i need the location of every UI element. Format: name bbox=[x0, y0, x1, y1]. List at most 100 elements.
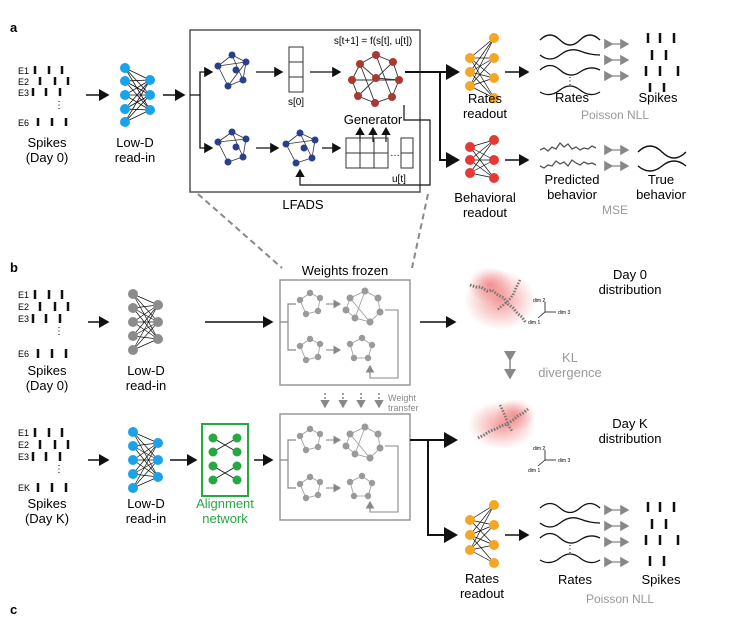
lfads-label: LFADS bbox=[282, 197, 324, 212]
feedback-arrow bbox=[295, 105, 431, 186]
readin-network-a bbox=[120, 63, 155, 127]
rates-readout-network-b bbox=[465, 500, 499, 568]
readin-network-frozen bbox=[128, 289, 163, 355]
generator-network bbox=[348, 51, 403, 107]
inferred-inputs-grid bbox=[345, 137, 414, 169]
dayk-distribution-label: distribution bbox=[599, 431, 662, 446]
poisson-nll-label: Poisson NLL bbox=[586, 592, 654, 606]
zoom-guide bbox=[197, 193, 283, 269]
true-behavior-label: behavior bbox=[636, 187, 687, 202]
initial-state-vector bbox=[288, 46, 304, 93]
dayk-distribution-plot: dim 2 dim 1 dim 3 bbox=[468, 399, 570, 474]
ut-label: u[t] bbox=[392, 174, 406, 185]
weights-frozen-label: Weights frozen bbox=[302, 263, 388, 278]
ellipsis: … bbox=[390, 148, 400, 159]
lfads-box bbox=[189, 29, 421, 193]
rates-label: Rates bbox=[555, 90, 589, 105]
rates-label: Rates bbox=[558, 572, 592, 587]
rates-traces-b bbox=[539, 502, 601, 564]
day0-distribution-label: Day 0 bbox=[613, 267, 647, 282]
panel-b-letter: b bbox=[10, 260, 18, 275]
panel-c-letter: c bbox=[10, 602, 17, 615]
readin-label: Low-D bbox=[127, 496, 165, 511]
rates-readout-label: readout bbox=[463, 106, 507, 121]
spikes-day-label: (Day 0) bbox=[26, 378, 69, 393]
spikes-label: Spikes bbox=[638, 90, 678, 105]
weight-transfer-arrows bbox=[320, 393, 384, 409]
readin-label: read-in bbox=[126, 511, 166, 526]
frozen-lfads-top bbox=[279, 279, 411, 386]
arrow bbox=[405, 71, 460, 168]
electrode-label: E3 bbox=[18, 314, 29, 324]
panel-a-letter: a bbox=[10, 20, 18, 35]
spike-raster-output bbox=[644, 33, 680, 92]
spikes-label: Spikes bbox=[27, 496, 67, 511]
spike-raster-dayk: E1 E2 E3 ⋮ EK Spikes (Day K) bbox=[18, 428, 70, 526]
comparison-arrows bbox=[604, 144, 630, 172]
weight-transfer-label: transfer bbox=[388, 403, 419, 413]
rates-readout-label: readout bbox=[460, 586, 504, 601]
behavioral-readout-label: readout bbox=[463, 205, 507, 220]
zoom-guide bbox=[411, 193, 429, 269]
rates-readout-label: Rates bbox=[468, 91, 502, 106]
spikes-label: Spikes bbox=[641, 572, 681, 587]
poisson-nll-label: Poisson NLL bbox=[581, 108, 649, 122]
readin-label: Low-D bbox=[116, 135, 154, 150]
readin-label: read-in bbox=[115, 150, 155, 165]
electrode-label: E6 bbox=[18, 349, 29, 359]
alignment-label: Alignment bbox=[196, 496, 254, 511]
weight-transfer-label: Weight bbox=[388, 393, 416, 403]
encoder-network bbox=[214, 128, 250, 166]
behavioral-readout-network bbox=[465, 135, 499, 183]
comparison-arrows bbox=[604, 38, 630, 82]
ellipsis: ⋮ bbox=[54, 326, 64, 337]
true-behavior-label: True bbox=[648, 172, 674, 187]
frozen-lfads-bottom bbox=[279, 413, 411, 521]
spikes-day-label: (Day 0) bbox=[26, 150, 69, 165]
arrow bbox=[199, 95, 214, 154]
comparison-arrows bbox=[604, 504, 630, 568]
input-arrows bbox=[355, 126, 391, 142]
spikes-label: Spikes bbox=[27, 363, 67, 378]
electrode-label: E1 bbox=[18, 290, 29, 300]
ellipsis: ⋮ bbox=[54, 464, 64, 475]
arrow bbox=[410, 439, 458, 543]
readin-label: read-in bbox=[126, 378, 166, 393]
s0-label: s[0] bbox=[288, 97, 304, 108]
spikes-day-label: (Day K) bbox=[25, 511, 69, 526]
electrode-label: E2 bbox=[18, 302, 29, 312]
electrode-label: E1 bbox=[18, 428, 29, 438]
axis-label: dim 1 bbox=[528, 320, 540, 326]
readin-label: Low-D bbox=[127, 363, 165, 378]
ellipsis: ⋮ bbox=[565, 544, 575, 555]
axis-label: dim 2 bbox=[533, 298, 545, 304]
spike-raster-output-b bbox=[644, 502, 680, 566]
predicted-behavior-label: behavior bbox=[547, 187, 598, 202]
spike-raster-day0: E1 E2 E3 ⋮ E6 Spikes (Day 0) bbox=[18, 290, 70, 393]
electrode-label: E6 bbox=[18, 118, 29, 128]
axis-label: dim 3 bbox=[558, 458, 570, 464]
kl-label: divergence bbox=[538, 365, 602, 380]
generator-label: Generator bbox=[344, 112, 403, 127]
axis-label: dim 2 bbox=[533, 446, 545, 452]
spikes-label: Spikes bbox=[27, 135, 67, 150]
encoder-network bbox=[214, 51, 250, 90]
day0-distribution-plot: dim 2 dim 1 dim 3 bbox=[464, 267, 570, 330]
spike-raster-a: E1 E2 E3 ⋮ E6 Spikes (Day 0) bbox=[18, 66, 70, 165]
behavioral-readout-label: Behavioral bbox=[454, 190, 516, 205]
alignment-network bbox=[201, 423, 249, 497]
electrode-label: E3 bbox=[18, 88, 29, 98]
ellipsis: ⋮ bbox=[54, 100, 64, 111]
electrode-label: E2 bbox=[18, 77, 29, 87]
electrode-label: E3 bbox=[18, 452, 29, 462]
alignment-label: network bbox=[202, 511, 248, 526]
rates-readout-network bbox=[465, 33, 499, 103]
mse-label: MSE bbox=[602, 203, 628, 217]
axis-label: dim 3 bbox=[558, 310, 570, 316]
arrow bbox=[190, 66, 214, 96]
readin-network-dayk bbox=[128, 427, 163, 493]
day0-distribution-label: distribution bbox=[599, 282, 662, 297]
rates-traces bbox=[539, 34, 601, 96]
